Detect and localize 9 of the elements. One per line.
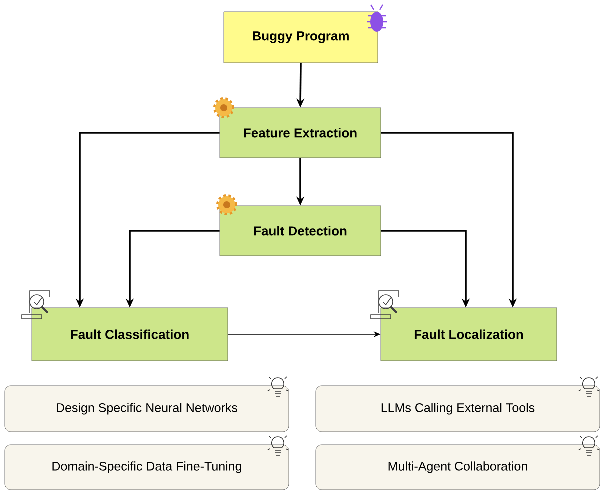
idea-box: Multi-Agent Collaboration — [316, 444, 600, 490]
process-box: Feature Extraction — [220, 108, 382, 158]
idea-box: LLMs Calling External Tools — [316, 386, 600, 432]
process-box: Fault Classification — [32, 308, 228, 362]
idea-box: Design Specific Neural Networks — [4, 386, 290, 432]
idea-box: Domain-Specific Data Fine-Tuning — [4, 444, 290, 490]
process-box: Fault Localization — [380, 308, 558, 362]
process-box: Fault Detection — [220, 206, 382, 256]
start-box: Buggy Program — [224, 12, 378, 64]
